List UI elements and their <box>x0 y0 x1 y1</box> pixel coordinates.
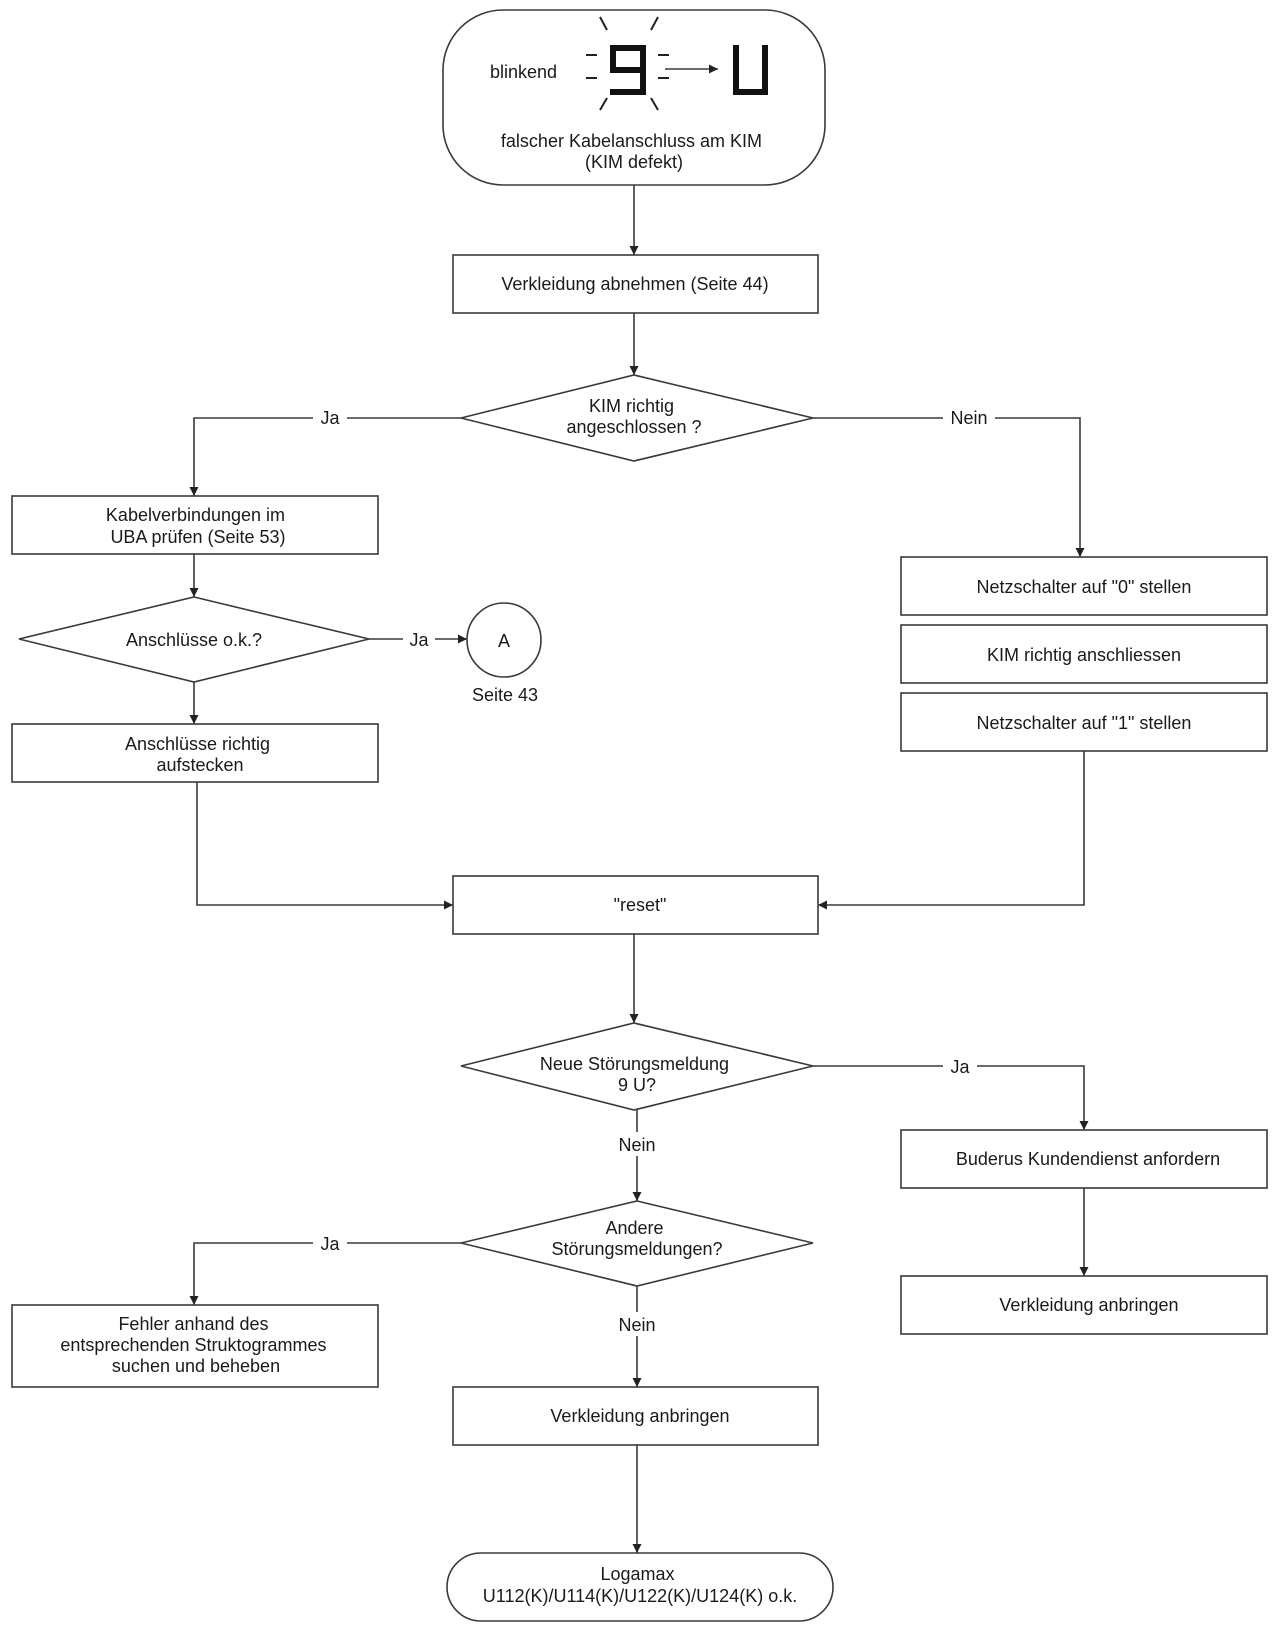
edge-label-other-faults-no: Nein <box>618 1315 655 1335</box>
end-text: Logamax U112(K)/U114(K)/U122(K)/U124(K) … <box>483 1564 797 1606</box>
call-service-text: Buderus Kundendienst anfordern <box>956 1149 1220 1169</box>
end-terminator <box>446 1552 834 1622</box>
connector-a-label: A <box>498 631 510 651</box>
connect-kim-text: KIM richtig anschliessen <box>987 645 1181 665</box>
call-service-box <box>900 1129 1268 1189</box>
refit-cover-right-box <box>900 1275 1268 1335</box>
plug-correctly-box <box>11 723 379 783</box>
reset-box <box>452 875 819 935</box>
edge-other-faults-yes <box>189 1242 461 1305</box>
connector-a <box>466 602 542 678</box>
switch-off-box <box>900 556 1268 616</box>
edge-kim-no <box>813 417 1085 557</box>
seven-segment-letter-u-icon <box>733 45 768 95</box>
fix-fault-box <box>11 1304 379 1388</box>
connect-kim-box <box>900 624 1268 684</box>
edge-label-new-fault-yes: Ja <box>950 1057 970 1077</box>
connector-a-caption: Seite 43 <box>472 685 538 705</box>
edge-plug-to-reset <box>196 782 453 910</box>
plug-correctly-text: Anschlüsse richtig aufstecken <box>125 734 275 775</box>
edge-label-kim-yes: Ja <box>320 408 340 428</box>
seven-segment-digit-9-icon <box>610 45 646 95</box>
edge-label-new-fault-no: Nein <box>618 1135 655 1155</box>
new-fault-decision <box>460 1022 814 1111</box>
blink-rays-icon <box>586 16 669 111</box>
new-fault-text: Neue Störungsmeldung 9 U? <box>540 1054 734 1095</box>
connections-ok-text: Anschlüsse o.k.? <box>126 630 262 650</box>
fix-fault-text: Fehler anhand des entsprechenden Strukto… <box>60 1314 331 1376</box>
switch-off-text: Netzschalter auf "0" stellen <box>977 577 1192 597</box>
edge-label-kim-no: Nein <box>950 408 987 428</box>
reset-text: "reset" <box>614 895 667 915</box>
edge-label-connections-yes: Ja <box>409 630 429 650</box>
remove-cover-text: Verkleidung abnehmen (Seite 44) <box>501 274 768 294</box>
switch-on-box <box>900 692 1268 752</box>
refit-cover-text: Verkleidung anbringen <box>550 1406 729 1426</box>
remove-cover-box <box>452 254 819 314</box>
other-faults-text: Andere Störungsmeldungen? <box>551 1218 722 1259</box>
edge-switch-on-to-reset <box>818 751 1085 910</box>
refit-cover-box <box>452 1386 819 1446</box>
switch-on-text: Netzschalter auf "1" stellen <box>977 713 1192 733</box>
check-cables-box <box>11 495 379 555</box>
start-text: falscher Kabelanschluss am KIM (KIM defe… <box>501 131 767 172</box>
kim-connected-decision <box>460 374 814 462</box>
check-cables-text: Kabelverbindungen im UBA prüfen (Seite 5… <box>106 505 290 547</box>
blink-label: blinkend <box>490 62 557 82</box>
edge-label-other-faults-yes: Ja <box>320 1234 340 1254</box>
refit-cover-right-text: Verkleidung anbringen <box>999 1295 1178 1315</box>
edge-new-fault-yes <box>813 1065 1089 1130</box>
kim-connected-text: KIM richtig angeschlossen ? <box>566 396 701 437</box>
edge-kim-yes <box>189 417 461 496</box>
